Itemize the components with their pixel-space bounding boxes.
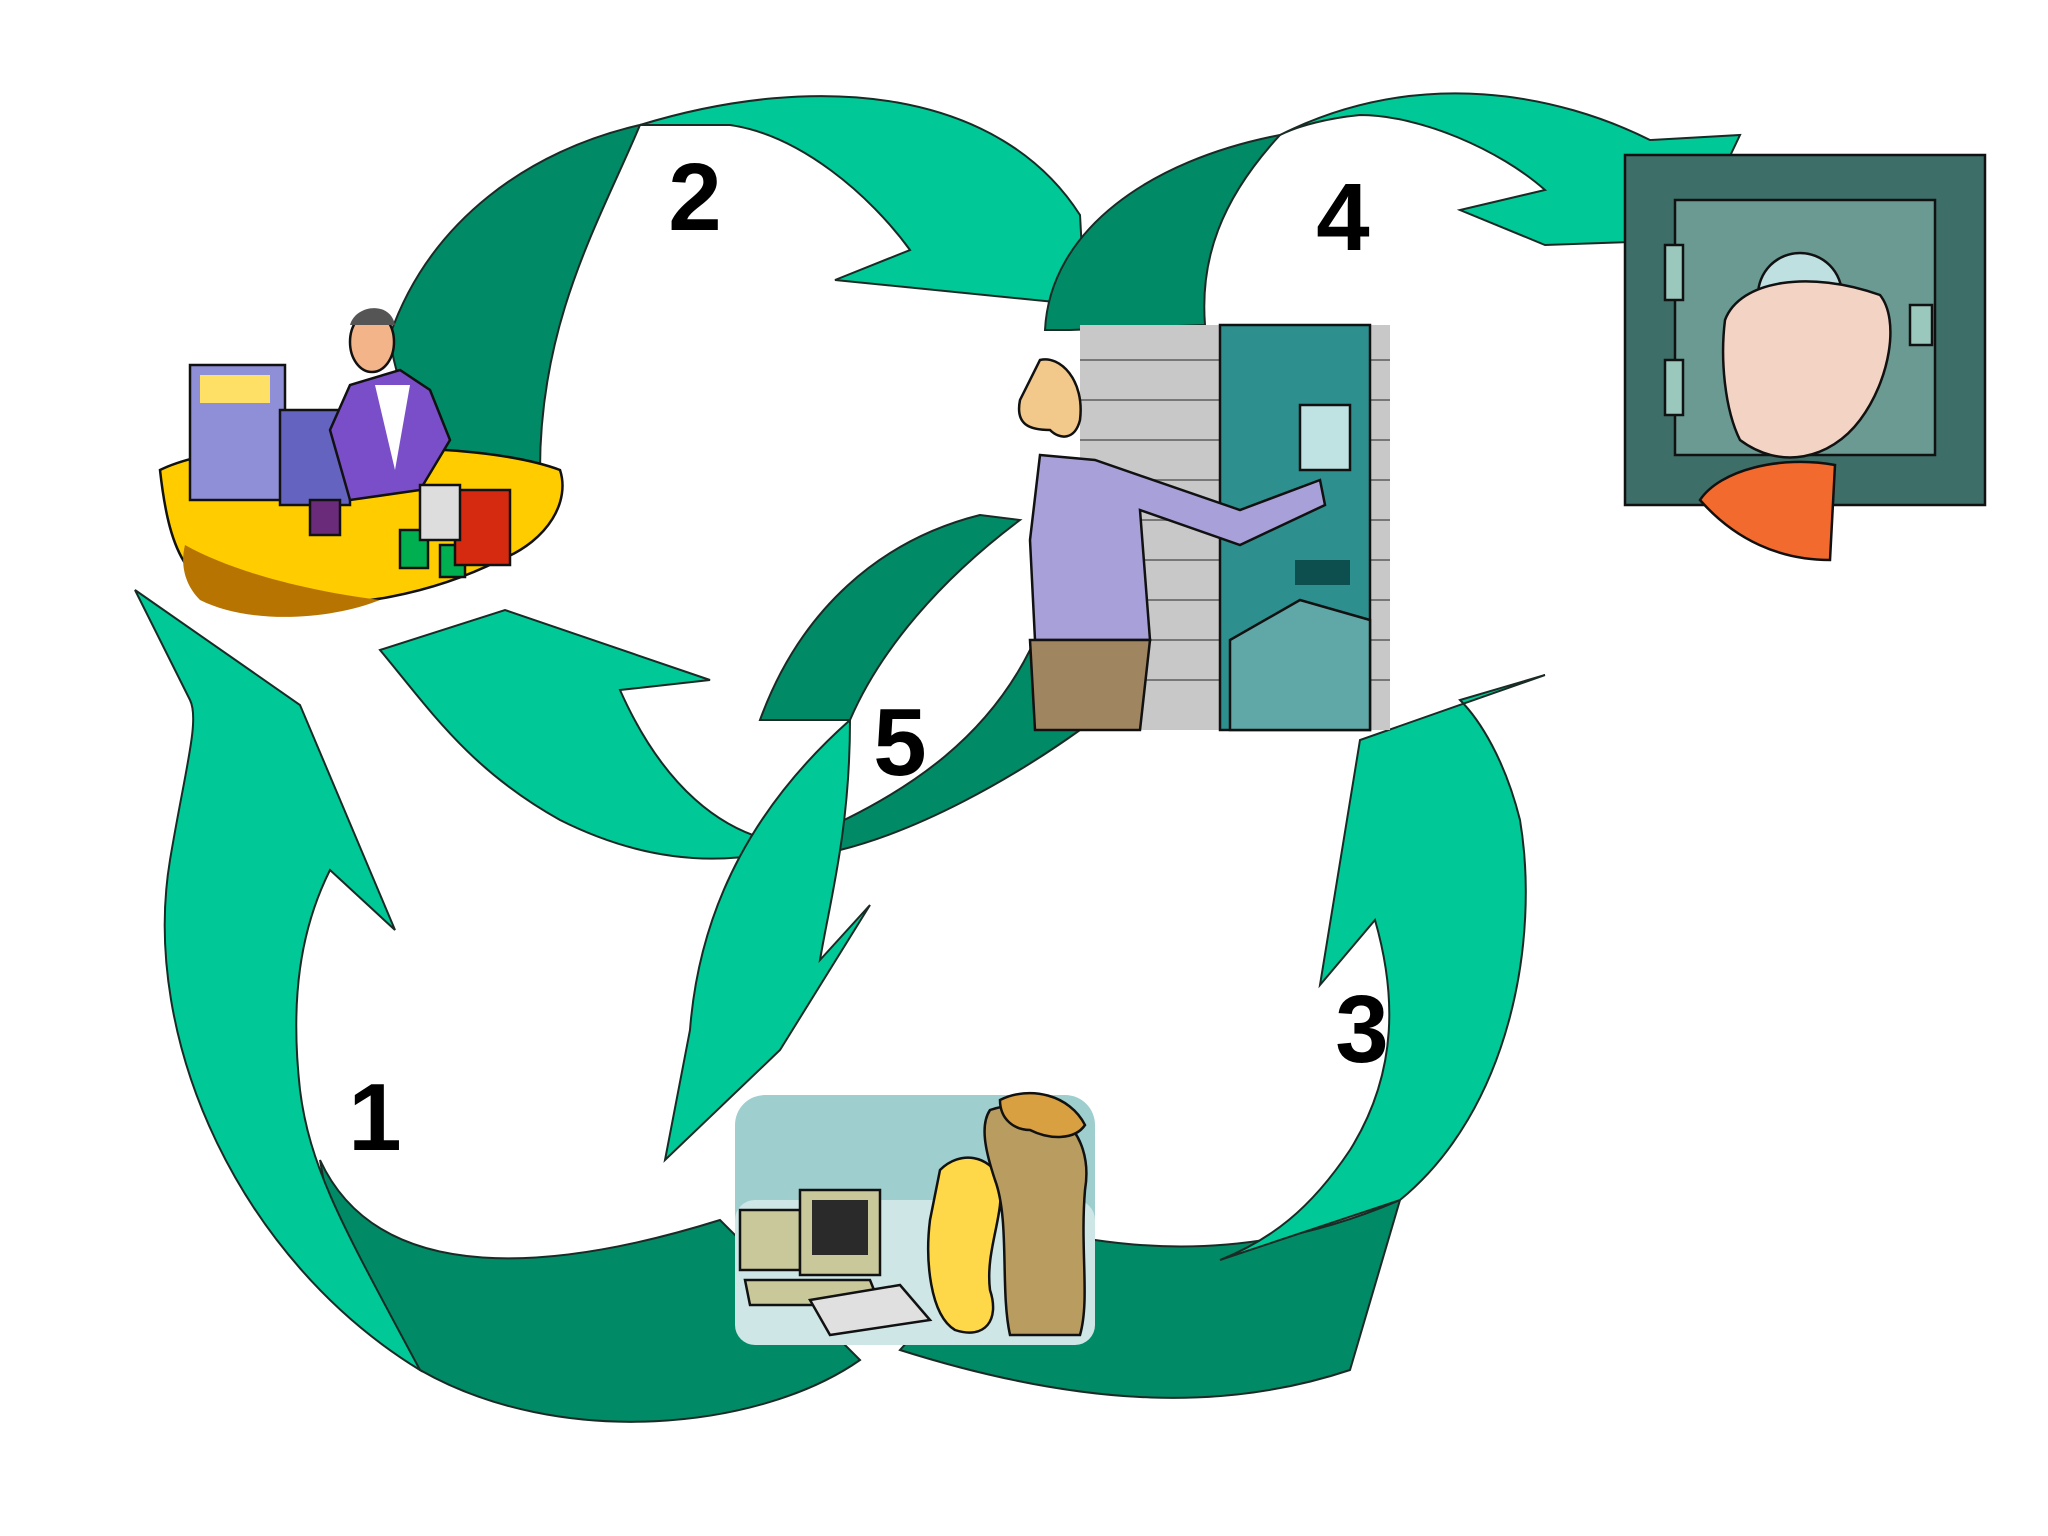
arrow-step-1 <box>134 589 862 1423</box>
arrow-step-2 <box>388 95 1087 471</box>
step-number-2: 2 <box>668 144 721 251</box>
atm-user-icon <box>1017 323 1390 732</box>
cashier-icon <box>158 308 564 617</box>
step-number-3: 3 <box>1335 976 1388 1083</box>
computer-user-icon <box>735 1091 1095 1345</box>
arrow-step-5 <box>378 513 1122 1163</box>
step-number-1: 1 <box>348 1064 401 1171</box>
safe-vault-icon <box>1623 153 1987 562</box>
step-number-4: 4 <box>1316 164 1369 271</box>
step-number-5: 5 <box>873 689 926 796</box>
